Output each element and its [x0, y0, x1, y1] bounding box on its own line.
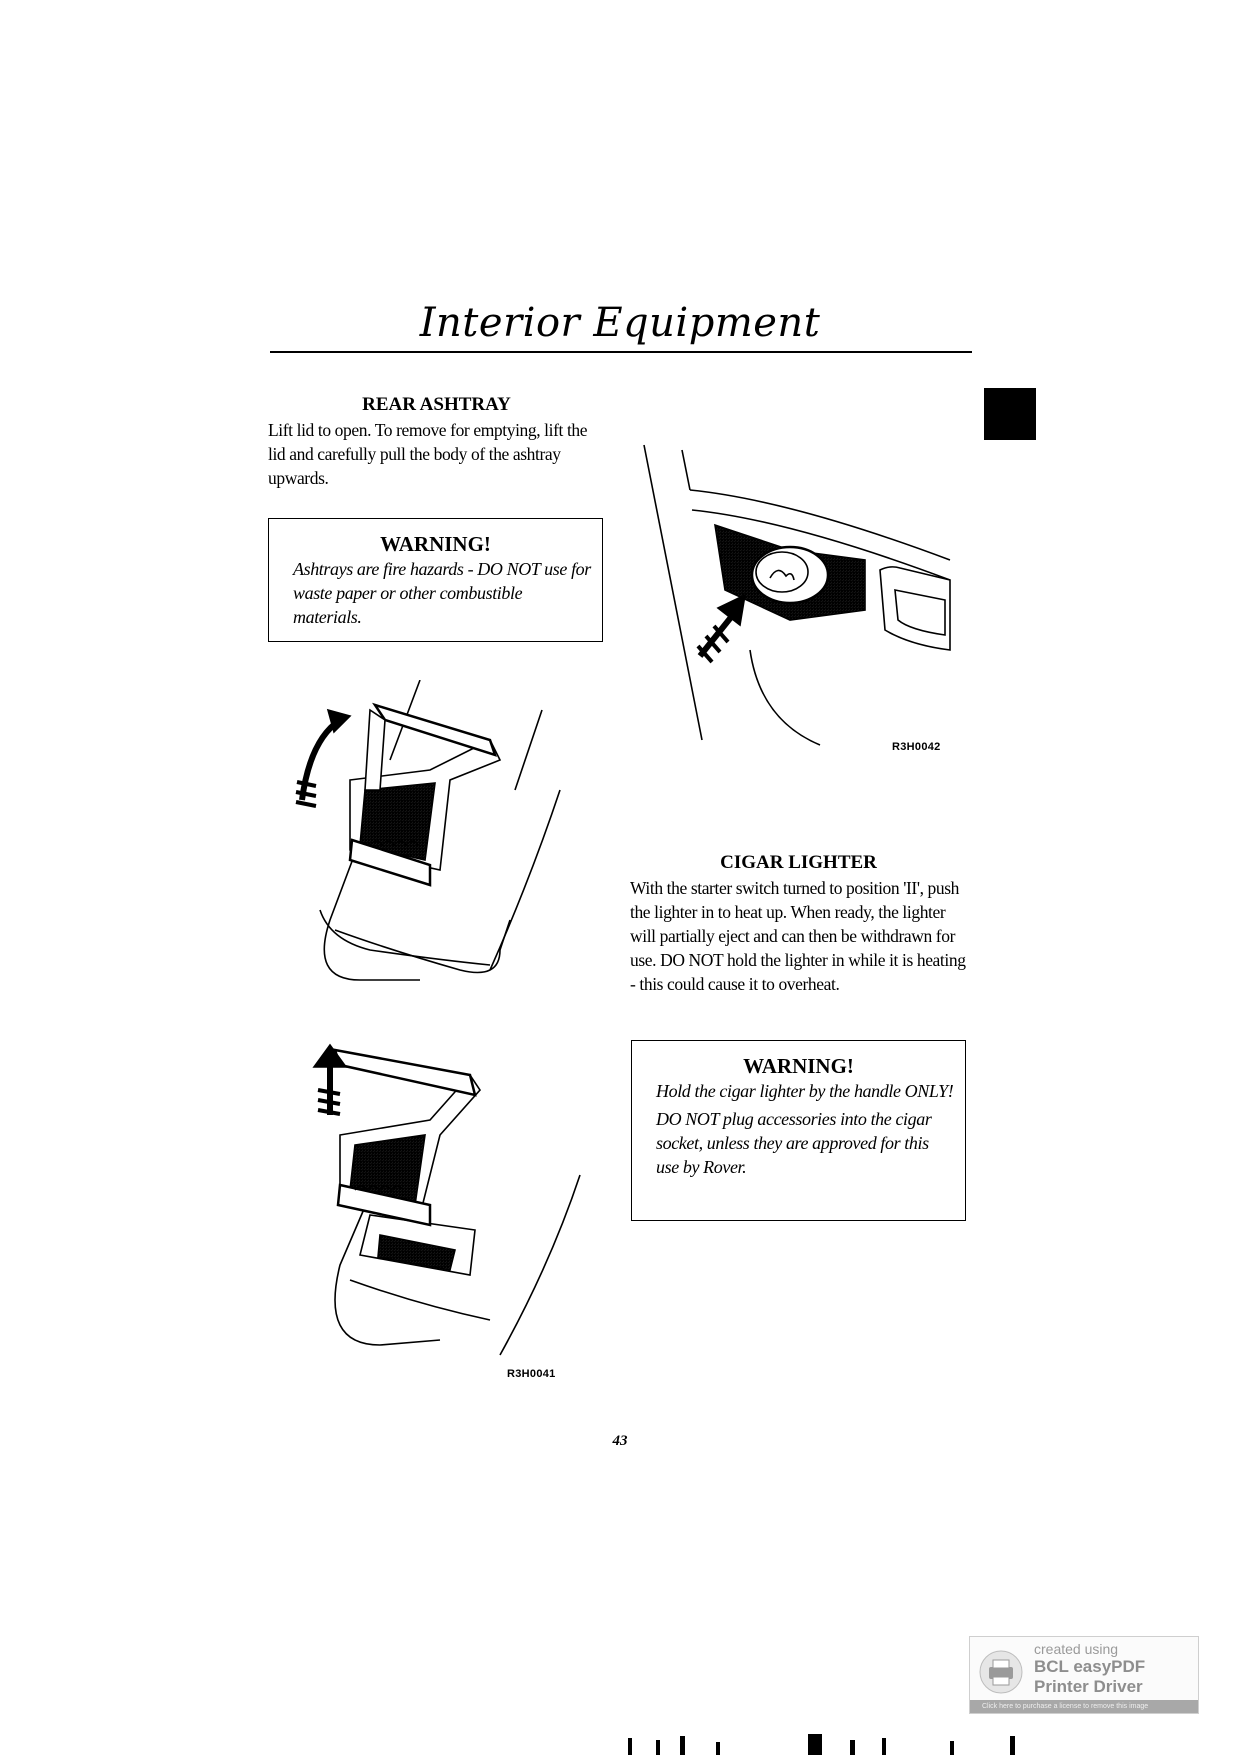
- cigar-lighter-illustration: [643, 444, 951, 746]
- cigar-lighter-heading: CIGAR LIGHTER: [720, 852, 877, 873]
- printer-icon: [979, 1650, 1023, 1694]
- ashtray-warning-text: Ashtrays are fire hazards - DO NOT use f…: [269, 557, 602, 629]
- warning-title: WARNING!: [743, 1054, 854, 1078]
- title-rule: [270, 351, 972, 353]
- ashtray-figure-code: R3H0041: [507, 1368, 556, 1380]
- pdf-creator-watermark[interactable]: created using BCL easyPDF Printer Driver…: [969, 1636, 1199, 1714]
- cut-off-text-fragment: [628, 1734, 1015, 1755]
- ashtray-removal-illustration: [312, 1043, 581, 1356]
- lighter-warning-text: Hold the cigar lighter by the handle ONL…: [632, 1079, 965, 1179]
- ashtray-warning-box: WARNING! Ashtrays are fire hazards - DO …: [268, 518, 603, 642]
- rear-ashtray-heading: REAR ASHTRAY: [362, 394, 511, 415]
- watermark-line2: BCL easyPDF: [1034, 1657, 1146, 1676]
- cigar-lighter-body: With the starter switch turned to positi…: [630, 878, 966, 994]
- warning-line: DO NOT plug accessories into the cigar s…: [656, 1109, 932, 1177]
- section-tab-marker: [984, 388, 1036, 440]
- warning-line: Hold the cigar lighter by the handle ONL…: [656, 1081, 954, 1101]
- watermark-line3: Printer Driver: [1034, 1677, 1143, 1696]
- page-number: 43: [612, 1433, 628, 1449]
- watermark-line1: created using: [1034, 1641, 1119, 1657]
- warning-title: WARNING!: [380, 532, 491, 556]
- ashtray-open-illustration: [295, 680, 561, 981]
- lighter-warning-box: WARNING! Hold the cigar lighter by the h…: [631, 1040, 966, 1221]
- lighter-figure-code: R3H0042: [892, 741, 941, 753]
- page-title: Interior Equipment: [419, 300, 821, 346]
- watermark-license-link[interactable]: Click here to purchase a license to remo…: [970, 1700, 1198, 1713]
- warning-line: Ashtrays are fire hazards - DO NOT use f…: [293, 559, 591, 627]
- rear-ashtray-body: Lift lid to open. To remove for emptying…: [268, 420, 588, 488]
